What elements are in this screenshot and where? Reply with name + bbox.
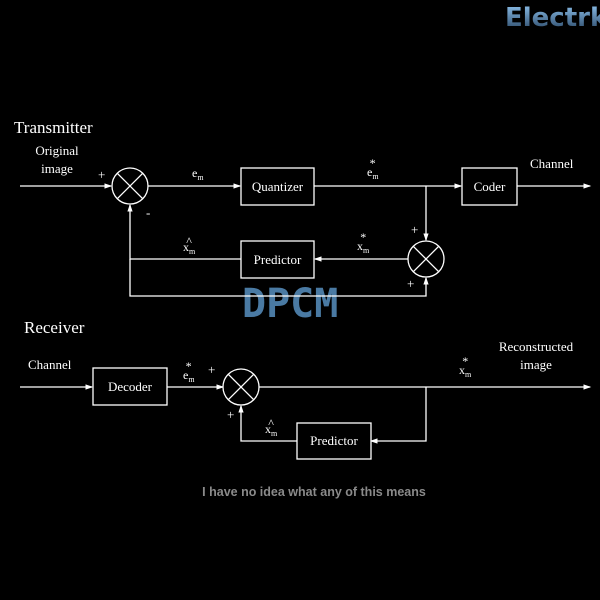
caption: I have no idea what any of this means	[202, 485, 426, 499]
rx-sum-plus-top: +	[208, 362, 215, 377]
quantizer-block	[240, 167, 315, 206]
coder-block	[461, 167, 518, 206]
decoder-block	[92, 367, 168, 406]
transmitter-predictor-label: Predictor	[254, 252, 302, 267]
sum2-plus-top: +	[411, 222, 418, 237]
quantizer-label: Quantizer	[252, 179, 304, 194]
sum2-plus-bottom: +	[407, 276, 414, 291]
coder-label: Coder	[474, 179, 506, 194]
electrk-logo: Electrk	[505, 3, 600, 33]
original-image-label-2: image	[41, 161, 73, 176]
rx-xm-hat-label: xm^	[265, 416, 278, 438]
receiver-summer	[222, 368, 260, 406]
reconstructed-label-1: Reconstructed	[499, 339, 574, 354]
receiver-predictor-label: Predictor	[310, 433, 358, 448]
dpcm-watermark: DPCM	[242, 281, 338, 327]
transmitter-title: Transmitter	[14, 118, 93, 137]
transmitter-predictor-block	[240, 240, 315, 279]
xm-hat-label: xm^	[183, 234, 196, 256]
rx-feedback-line	[238, 404, 297, 442]
decoder-label: Decoder	[108, 379, 153, 394]
rx-sum-plus-bottom: +	[227, 407, 234, 422]
original-image-label-1: Original	[35, 143, 79, 158]
transmitter-summer-1	[111, 167, 149, 205]
bottom-loop-line	[129, 259, 429, 297]
channel-output-label: Channel	[530, 156, 574, 171]
rx-em-star-label: em*	[183, 359, 195, 384]
rx-tap-line	[369, 387, 427, 444]
sum1-minus-sign: -	[146, 205, 150, 220]
em-label: em	[192, 166, 204, 182]
em-star-label: em*	[367, 156, 379, 181]
channel-input-label: Channel	[28, 357, 72, 372]
receiver-title: Receiver	[24, 318, 85, 337]
receiver-predictor-block	[296, 422, 372, 460]
transmitter-summer-2	[407, 240, 445, 278]
sum1-plus-sign: +	[98, 167, 105, 182]
reconstructed-label-2: image	[520, 357, 552, 372]
rx-xm-star-label: xm*	[459, 354, 472, 379]
xm-star-label: xm*	[357, 230, 370, 255]
